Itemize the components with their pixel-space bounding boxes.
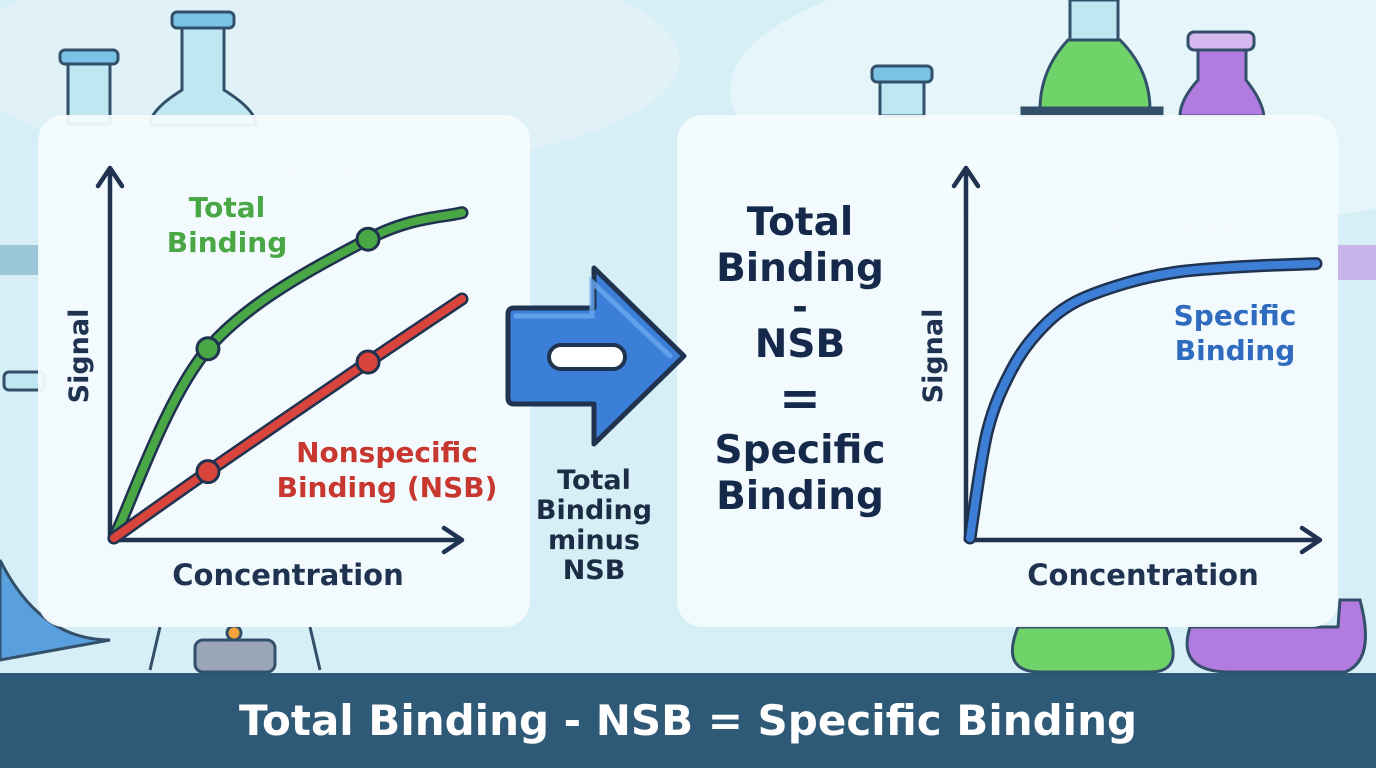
arrow-caption-line: minus: [548, 525, 640, 556]
total-binding-data-point: [195, 336, 221, 362]
equation-line: Specific: [714, 428, 886, 473]
x-axis-label: Concentration: [1027, 558, 1258, 592]
purple-flask-top: [1178, 30, 1266, 118]
specific-binding-label-line2: Binding: [1175, 334, 1296, 367]
equation-line: NSB: [754, 322, 846, 367]
equation-line: Total: [746, 200, 854, 245]
y-axis-label: Signal: [918, 309, 949, 404]
arrow-caption-line: NSB: [562, 555, 626, 586]
equation-equals: =: [779, 369, 821, 427]
total-binding-line: [110, 208, 466, 542]
specific-binding-line: [966, 259, 1320, 542]
arrow-caption-line: Binding: [535, 495, 653, 526]
nsb-label-line2: Binding (NSB): [277, 471, 498, 504]
green-flask-bottom: [1010, 625, 1175, 674]
nsb-line: [110, 294, 466, 542]
burner: [148, 624, 322, 674]
arrow-caption: Total Binding minus NSB: [528, 466, 660, 586]
shelf-left: [0, 245, 40, 275]
equation-block: Total Binding - NSB = Specific Binding: [700, 200, 900, 520]
total-binding-label-line2: Binding: [167, 226, 288, 259]
x-axis: [963, 525, 1323, 555]
y-axis-label: Signal: [64, 309, 95, 404]
purple-flask-bottom: [1185, 598, 1367, 674]
x-axis: [107, 525, 465, 555]
nsb-label-line1: Nonspecific: [296, 436, 478, 469]
minus-icon: [547, 343, 627, 371]
equation-minus: -: [792, 285, 808, 329]
arrow-caption-line: Total: [557, 465, 631, 496]
shelf-right: [1336, 245, 1376, 280]
x-axis-label: Concentration: [172, 558, 403, 592]
footer-banner: Total Binding - NSB = Specific Binding: [0, 673, 1376, 768]
nsb-data-point: [195, 459, 221, 485]
total-binding-data-point: [355, 226, 381, 252]
equation-line: Binding: [716, 246, 884, 291]
y-axis: [951, 165, 981, 543]
y-axis: [95, 165, 125, 543]
equation-line: Binding: [716, 474, 884, 519]
nsb-data-point: [355, 349, 381, 375]
footer-equation: Total Binding - NSB = Specific Binding: [238, 696, 1138, 745]
specific-binding-label-line1: Specific: [1174, 299, 1297, 332]
total-binding-label-line1: Total: [189, 191, 266, 224]
